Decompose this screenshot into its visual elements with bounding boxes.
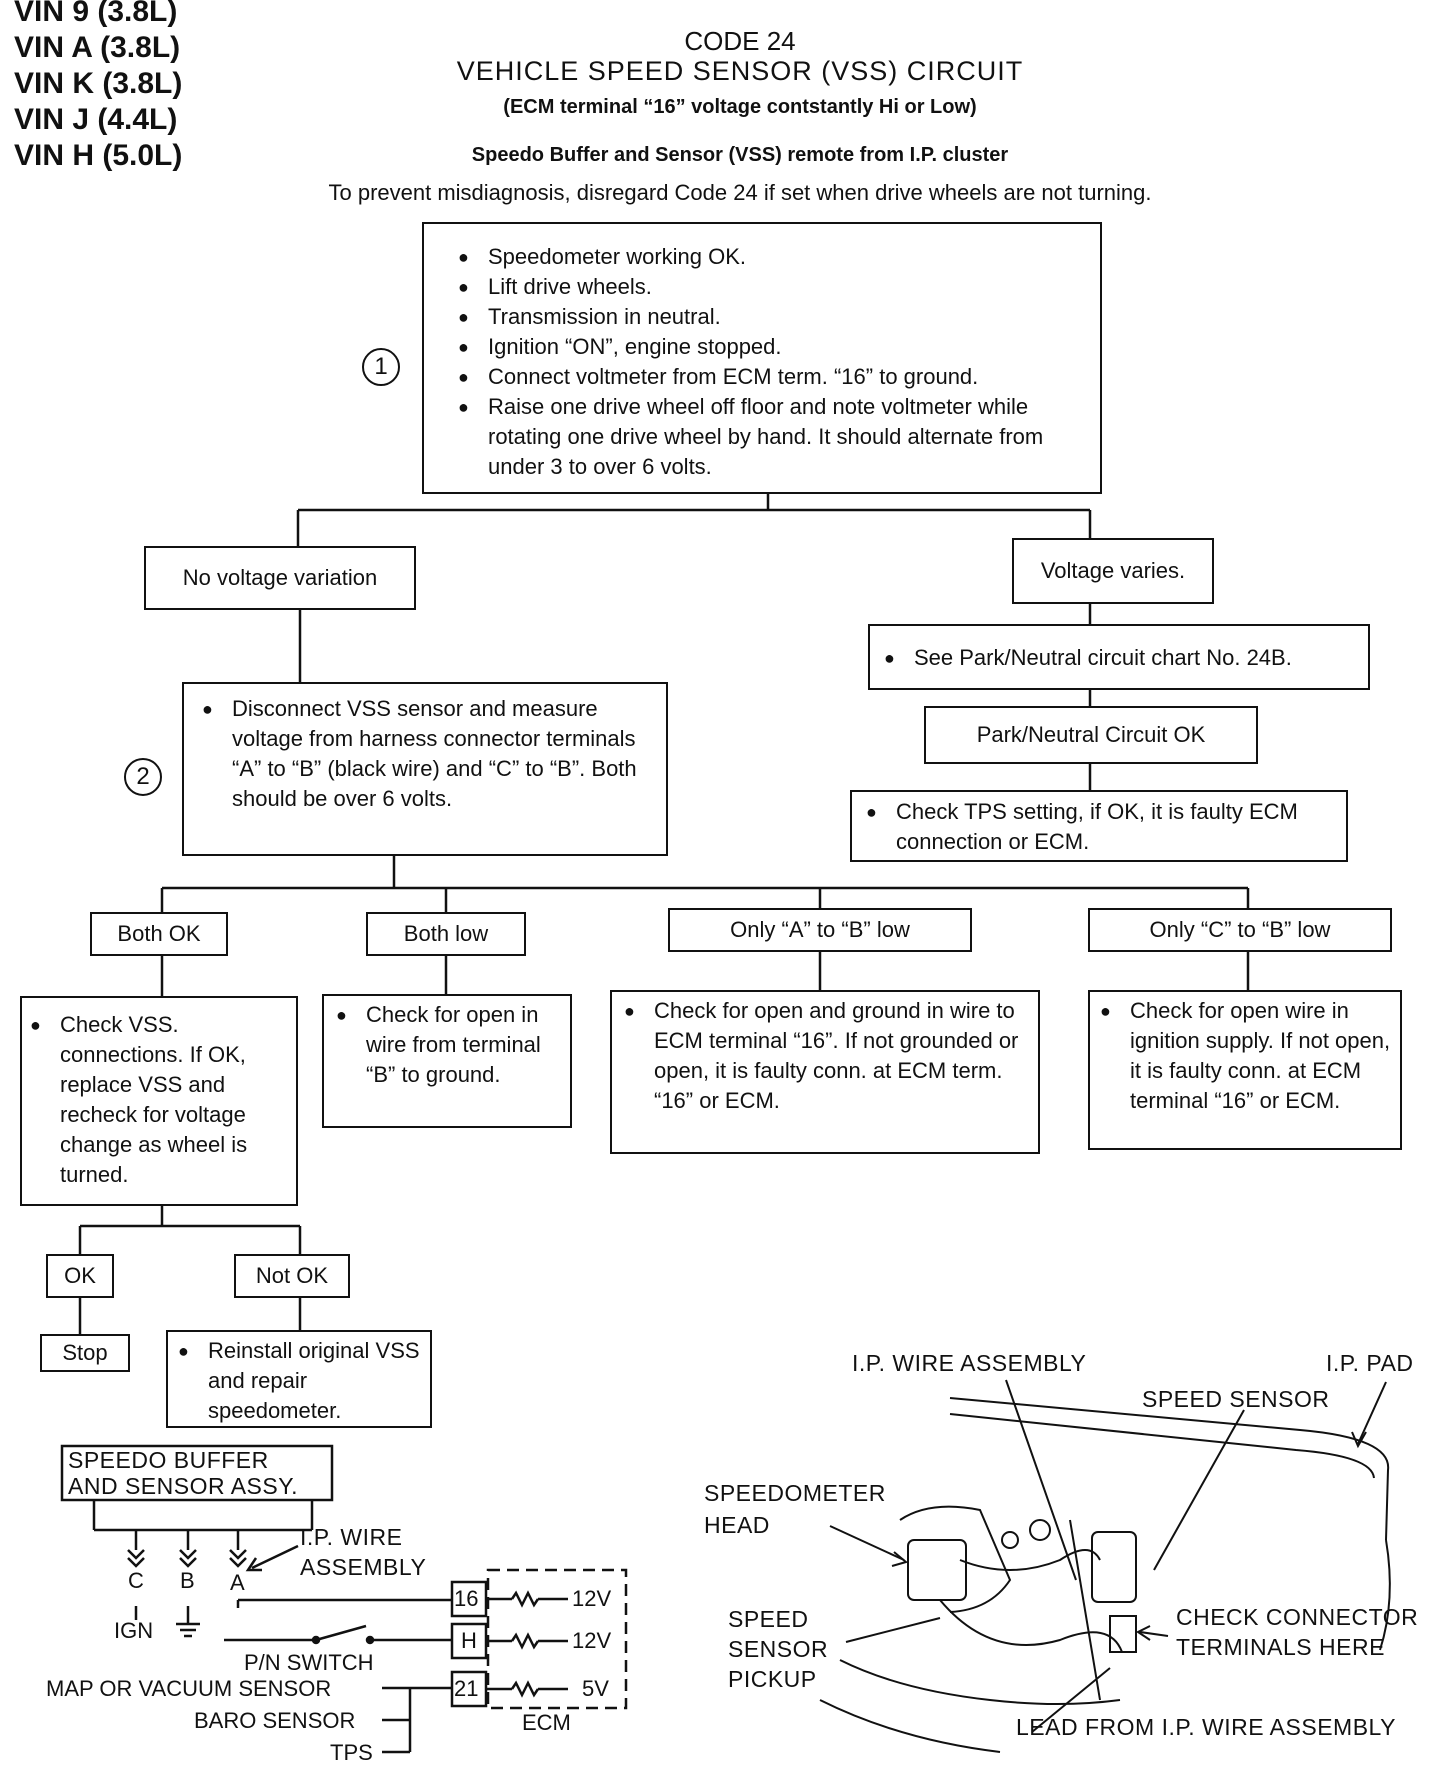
check-open-b-item: Check for open in wire from terminal “B”… [332, 1000, 562, 1090]
vin-label: VIN H (5.0L) [14, 139, 183, 172]
speedometer-head-label-2: HEAD [704, 1512, 770, 1538]
pickup-label-1: SPEED [728, 1606, 809, 1632]
terminal-16-label: 16 [454, 1586, 479, 1611]
check-open-ign-item: Check for open wire in ignition supply. … [1096, 996, 1392, 1116]
ign-label: IGN [114, 1618, 154, 1643]
misdiagnosis-warning: To prevent misdiagnosis, disregard Code … [328, 180, 1152, 205]
park-neutral-ok-label: Park/Neutral Circuit OK [924, 706, 1258, 764]
step-1-box: Speedometer working OK. Lift drive wheel… [422, 222, 1102, 494]
step-1-marker: 1 [362, 348, 400, 386]
lead-label: LEAD FROM I.P. WIRE ASSEMBLY [1016, 1714, 1396, 1740]
terminal-21-label: 21 [454, 1676, 479, 1701]
pin-c-label: C [128, 1568, 144, 1593]
circuit-title: VEHICLE SPEED SENSOR (VSS) CIRCUIT [456, 56, 1024, 86]
only-a-to-b-low-label: Only “A” to “B” low [668, 908, 972, 952]
step-1-item: Ignition “ON”, engine stopped. [454, 332, 1090, 362]
voltage-12v-label: 12V [572, 1586, 612, 1611]
both-low-label: Both low [366, 912, 526, 956]
no-voltage-variation-label: No voltage variation [144, 546, 416, 610]
ip-pad-label: I.P. PAD [1326, 1350, 1414, 1376]
speedometer-head-shape [907, 1539, 967, 1601]
tps-label: TPS [330, 1740, 373, 1765]
reinstall-box: Reinstall original VSS and repair speedo… [166, 1330, 432, 1428]
check-open-ground-box: Check for open and ground in wire to ECM… [610, 990, 1040, 1154]
step-2-box: Disconnect VSS sensor and measure voltag… [182, 682, 668, 856]
check-vss-item: Check VSS. connections. If OK, replace V… [26, 1010, 290, 1190]
check-open-b-box: Check for open in wire from terminal “B”… [322, 994, 572, 1128]
ip-wire-label-2: ASSEMBLY [300, 1554, 427, 1580]
map-sensor-label: MAP OR VACUUM SENSOR [46, 1676, 332, 1701]
stop-label: Stop [40, 1334, 130, 1372]
not-ok-label: Not OK [234, 1254, 350, 1298]
park-neutral-chart-box: See Park/Neutral circuit chart No. 24B. [868, 624, 1370, 690]
baro-sensor-label: BARO SENSOR [194, 1708, 356, 1733]
ecm-label: ECM [522, 1710, 571, 1735]
check-vss-box: Check VSS. connections. If OK, replace V… [20, 996, 298, 1206]
ok-label: OK [46, 1254, 114, 1298]
code-title: CODE 24 [684, 26, 796, 56]
step-1-item: Transmission in neutral. [454, 302, 1090, 332]
ip-wire-label-1: I.P. WIRE [300, 1524, 403, 1550]
vin-label: VIN A (3.8L) [14, 31, 181, 64]
ip-wire-assembly-label: I.P. WIRE ASSEMBLY [852, 1350, 1087, 1376]
pickup-label-2: SENSOR [728, 1636, 829, 1662]
check-connector-label-2: TERMINALS HERE [1176, 1634, 1385, 1660]
check-connector-label-1: CHECK CONNECTOR [1176, 1604, 1419, 1630]
voltage-5v-label: 5V [582, 1676, 609, 1701]
check-tps-item: Check TPS setting, if OK, it is faulty E… [862, 797, 1338, 857]
speedo-buffer-assy-box [60, 1444, 334, 1502]
step-2-marker: 2 [124, 758, 162, 796]
see-chart-item: See Park/Neutral circuit chart No. 24B. [880, 643, 1358, 673]
terminal-h-label: H [461, 1628, 477, 1653]
pin-a-label: A [230, 1570, 245, 1595]
check-open-ign-box: Check for open wire in ignition supply. … [1088, 990, 1402, 1150]
voltage-varies-label: Voltage varies. [1012, 538, 1214, 604]
only-c-to-b-low-label: Only “C” to “B” low [1088, 908, 1392, 952]
speed-sensor-shape [1091, 1531, 1137, 1603]
vin-label: VIN J (4.4L) [14, 103, 178, 136]
vin-label: VIN 9 (3.8L) [14, 0, 178, 28]
pickup-label-3: PICKUP [728, 1666, 817, 1692]
check-tps-box: Check TPS setting, if OK, it is faulty E… [850, 790, 1348, 862]
step-1-item: Raise one drive wheel off floor and note… [454, 392, 1090, 482]
assy-label-1: SPEEDO BUFFER [68, 1447, 269, 1473]
vin-label: VIN K (3.8L) [14, 67, 183, 100]
assy-label-2: AND SENSOR ASSY. [68, 1473, 298, 1499]
step-2-item: Disconnect VSS sensor and measure voltag… [198, 694, 654, 814]
circuit-subtitle: (ECM terminal “16” voltage contstantly H… [503, 96, 977, 118]
speed-sensor-label: SPEED SENSOR [1142, 1386, 1330, 1412]
check-open-ground-item: Check for open and ground in wire to ECM… [620, 996, 1030, 1116]
step-1-item: Connect voltmeter from ECM term. “16” to… [454, 362, 1090, 392]
both-ok-label: Both OK [90, 912, 228, 956]
reinstall-item: Reinstall original VSS and repair speedo… [174, 1336, 424, 1426]
speedometer-head-label-1: SPEEDOMETER [704, 1480, 886, 1506]
remote-note: Speedo Buffer and Sensor (VSS) remote fr… [471, 144, 1009, 166]
step-1-item: Lift drive wheels. [454, 272, 1090, 302]
ip-pad-outline [949, 1397, 1390, 1541]
voltage-12v-label: 12V [572, 1628, 612, 1653]
pn-switch-label: P/N SWITCH [244, 1650, 374, 1675]
pin-b-label: B [180, 1568, 195, 1593]
step-1-item: Speedometer working OK. [454, 242, 1090, 272]
check-connector-shape [1109, 1615, 1137, 1653]
